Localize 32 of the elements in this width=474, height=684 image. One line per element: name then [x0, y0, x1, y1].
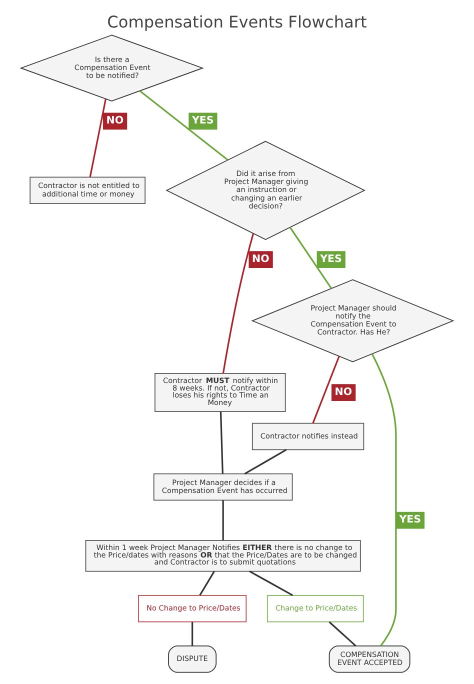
connector [289, 226, 332, 289]
connector [222, 500, 224, 540]
node-box: Project Manager decides if a Compensation Event has occurred [153, 473, 293, 501]
node-box: Within 1 week Project Manager Notifies EITHER there is no change to the Price/dates with reasons OR that the Price/Dates are to be changed and Contractor is to submit quotations [85, 540, 361, 572]
connector [371, 354, 397, 646]
connector [244, 449, 287, 474]
connector [220, 412, 224, 474]
edge-label: YES [320, 252, 342, 265]
node-box: No Change to Price/Dates [138, 594, 247, 622]
connector [328, 621, 356, 646]
node-box: Change to Price/Dates [266, 594, 364, 622]
node-box: Contractor is not entitled to additional time or money [30, 176, 146, 204]
connector [89, 98, 106, 178]
node-box: Contractor MUST notify within 8 weeks. If not, Contractor loses his rights to Time an Money [154, 373, 286, 412]
edge-label: YES [192, 114, 214, 127]
edge-label: YES [399, 514, 422, 526]
diagram-title: Compensation Events Flowchart [107, 12, 367, 32]
connector [139, 90, 228, 161]
edge-label: NO [252, 252, 270, 265]
connector [222, 233, 254, 374]
edge-label: NO [334, 386, 352, 398]
connector [192, 622, 194, 646]
connector [312, 356, 340, 424]
edge-label: NO [106, 114, 124, 127]
connector [199, 571, 215, 596]
node-box: DISPUTE [168, 646, 217, 673]
node-box: COMPENSATION EVENT ACCEPTED [328, 646, 410, 673]
node-diamond: Is there a Compensation Event to be notified? [20, 34, 204, 102]
node-box: Contractor notifies instead [252, 422, 364, 450]
node-diamond: Did it arise from Project Manager giving an instruction or changing an earlier decision? [166, 140, 366, 240]
connector [249, 570, 294, 596]
node-diamond: Project Manager should notify the Compensation Event to Contractor. Has He? [251, 279, 454, 362]
